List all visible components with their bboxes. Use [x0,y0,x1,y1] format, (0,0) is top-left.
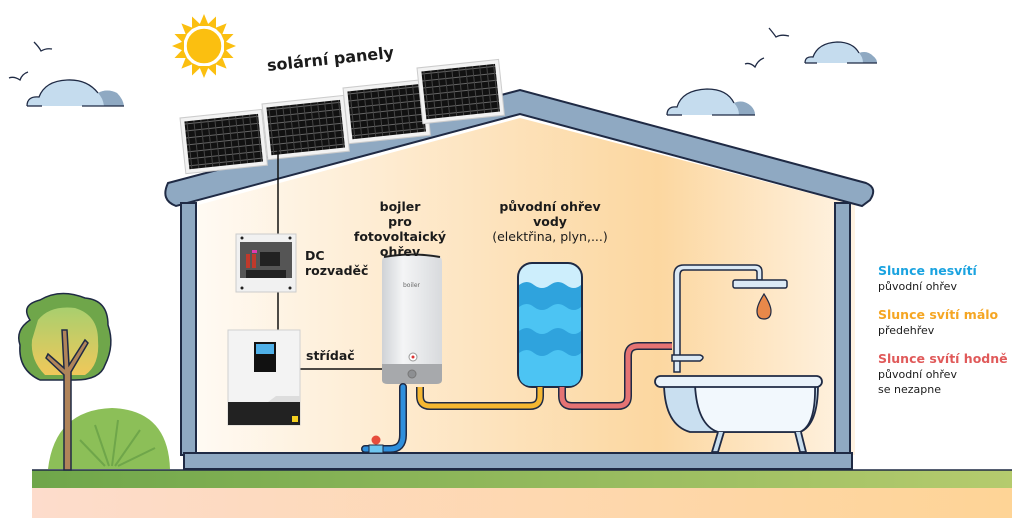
boiler [382,253,442,384]
boiler-brand: boiler [403,282,420,289]
legend-item-little-sun: Slunce svítí málo předehřev [878,307,1008,338]
inverter-label: střídač [306,348,355,363]
original-heater-label-line1: původní ohřev [499,199,601,214]
legend-item-lots-of-sun: Slunce svítí hodně původní ohřev se neza… [878,351,1008,397]
cloud-icon-right-2 [804,41,877,64]
water-tank [517,262,583,388]
original-heater-label-line3: (elektřina, plyn,...) [492,229,608,244]
bathtub [654,375,823,453]
dc-box-label-line1: DC [305,248,325,263]
boiler-label-line2: pro fotovoltaický [353,214,447,244]
hot-water-pipe [558,342,672,410]
dc-box-label: DC rozvaděč [305,248,368,278]
original-heater-label: původní ohřev vody (elektřina, plyn,...) [480,199,620,244]
shower [671,264,788,373]
legend: Slunce nesvítí původní ohřev Slunce svít… [878,263,1008,410]
valve-icon [368,435,384,454]
left-wall [180,202,197,456]
legend-desc: původní ohřev [878,368,957,381]
legend-desc: se nezapne [878,383,941,396]
dc-box-label-line2: rozvaděč [305,263,369,278]
cloud-icon-right-1 [666,88,755,116]
cloud-icon-left [26,79,124,107]
boiler-label-line1: bojler [379,199,421,214]
grass [32,470,1012,488]
legend-title: Slunce nesvítí [878,263,977,278]
tree [18,292,112,471]
dc-box [235,233,297,293]
bird-icons [8,27,790,82]
boiler-label-line3: ohřev [379,244,421,259]
legend-title: Slunce svítí hodně [878,351,1008,366]
floor [183,452,853,470]
bush [48,408,170,469]
legend-desc: předehřev [878,324,935,337]
cold-water-pipe [361,383,407,453]
legend-title: Slunce svítí málo [878,307,999,322]
original-heater-label-line2: vody [533,214,567,229]
inverter [227,329,301,426]
water-drop-icon [756,292,772,320]
solar-panels [179,58,505,175]
soil [32,488,1012,518]
right-wall [834,202,851,456]
warm-water-pipe [416,387,544,410]
sun-icon [172,14,236,78]
boiler-label: bojler pro fotovoltaický ohřev [345,199,455,259]
legend-item-no-sun: Slunce nesvítí původní ohřev [878,263,1008,294]
legend-desc: původní ohřev [878,280,957,293]
